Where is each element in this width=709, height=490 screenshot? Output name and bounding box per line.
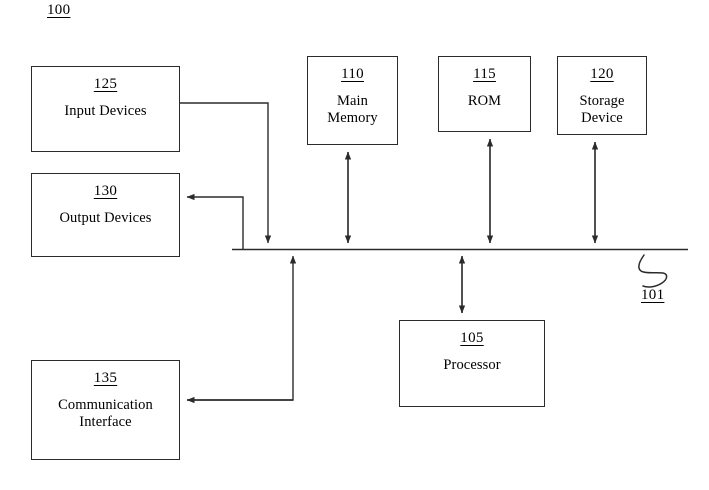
block-storage-device: 120 Storage Device — [557, 56, 647, 135]
block-output-devices: 130 Output Devices — [31, 173, 180, 257]
figure-number-label: 100 — [47, 2, 71, 18]
block-numeral: 130 — [93, 183, 118, 199]
block-title: Processor — [443, 356, 501, 373]
block-title: Input Devices — [64, 102, 147, 119]
bus-reference-label: 101 — [641, 287, 665, 303]
block-title: ROM — [467, 92, 502, 109]
connector-communication-interface-to-bus — [187, 255, 297, 401]
connector-input-devices-to-bus — [180, 102, 272, 244]
block-processor: 105 Processor — [399, 320, 545, 407]
block-numeral: 120 — [590, 66, 614, 82]
block-numeral: 105 — [460, 330, 484, 346]
connector-bus-to-output-devices — [186, 193, 244, 249]
block-numeral: 135 — [93, 370, 118, 386]
block-title: Output Devices — [59, 209, 152, 226]
block-title: Storage Device — [579, 92, 625, 127]
block-title: Communication Interface — [58, 396, 153, 431]
block-title: Main Memory — [327, 92, 378, 127]
block-main-memory: 110 Main Memory — [307, 56, 398, 145]
block-numeral: 110 — [341, 66, 364, 82]
block-numeral: 125 — [93, 76, 118, 92]
block-numeral: 115 — [473, 66, 496, 82]
block-communication-interface: 135 Communication Interface — [31, 360, 180, 460]
block-input-devices: 125 Input Devices — [31, 66, 180, 152]
bus-leader-squiggle — [638, 254, 668, 288]
block-rom: 115 ROM — [438, 56, 531, 132]
